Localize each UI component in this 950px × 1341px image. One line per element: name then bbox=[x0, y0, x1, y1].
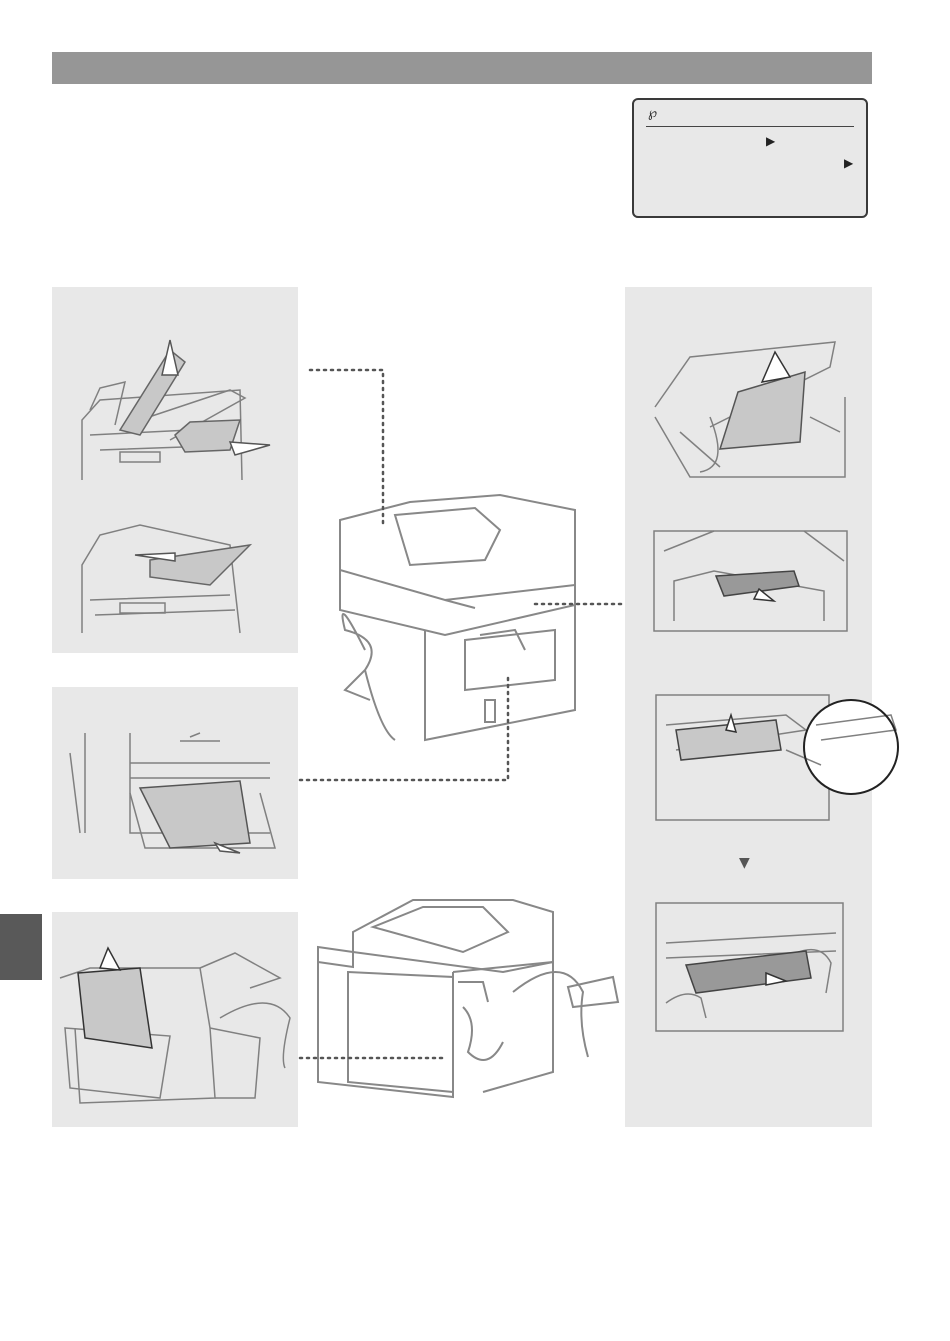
leader-lines bbox=[0, 0, 950, 1341]
